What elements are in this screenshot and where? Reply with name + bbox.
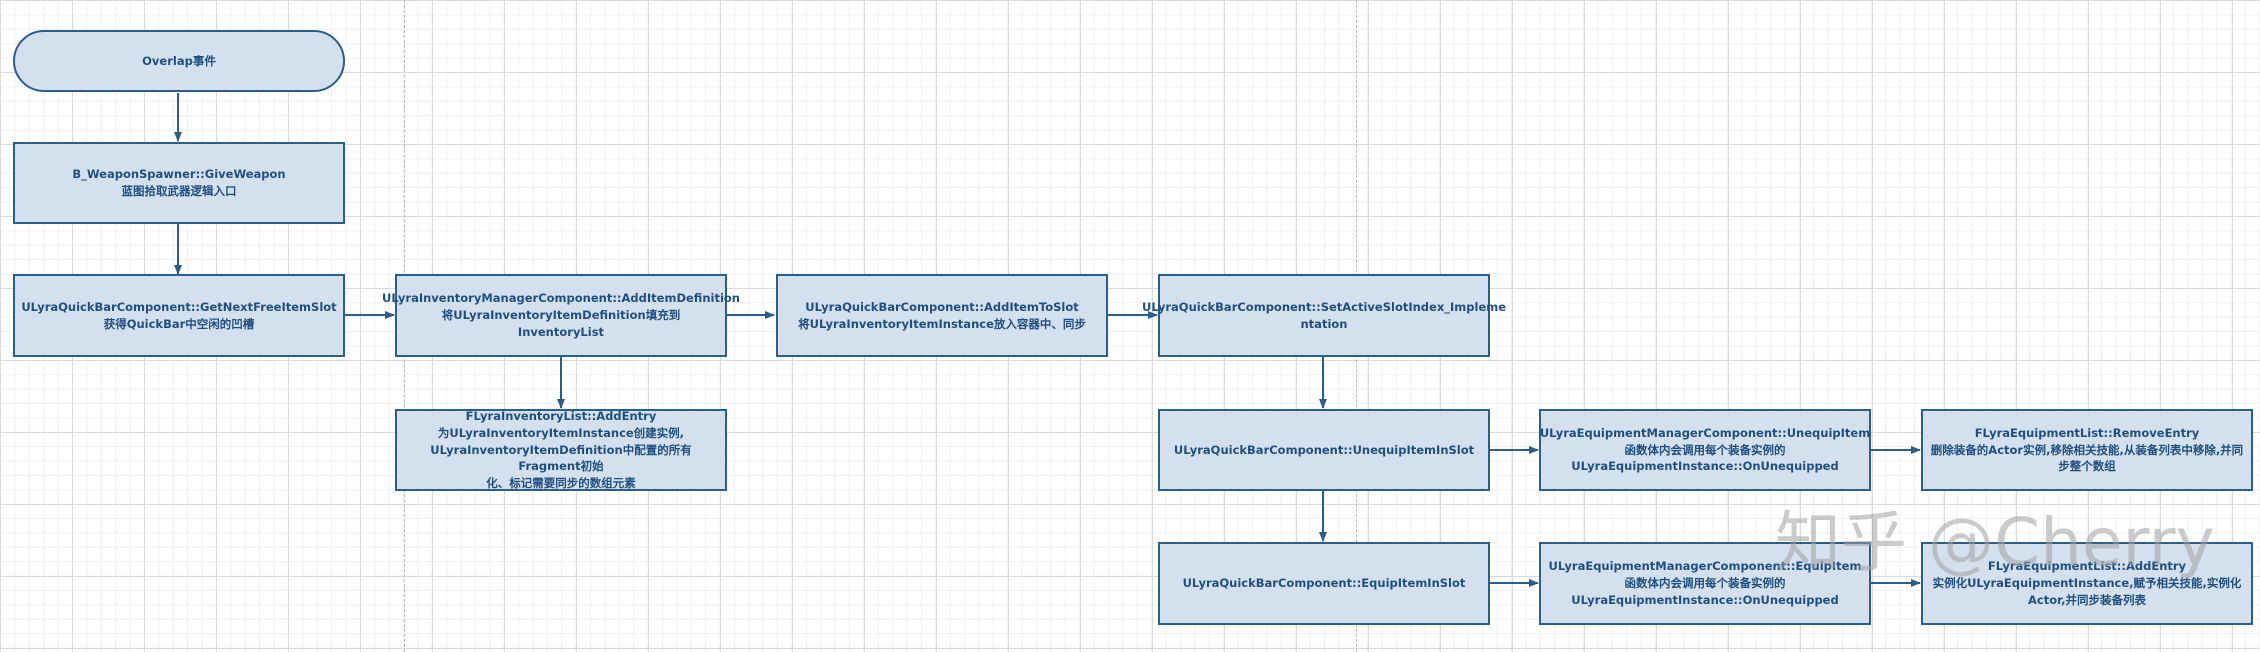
node-desc: 步整个数组: [2058, 459, 2116, 474]
node-desc: 删除装备的Actor实例,移除相关技能,从装备列表中移除,并同: [1930, 442, 2244, 457]
node-title: FLyraInventoryList::AddEntry: [465, 409, 657, 424]
node-overlap-event[interactable]: Overlap事件: [13, 30, 345, 92]
node-desc: ULyraInventoryItemDefinition中配置的所有Fragme…: [430, 442, 692, 474]
node-desc: ULyraEquipmentInstance::OnUnequipped: [1571, 459, 1839, 474]
node-desc: 将ULyraInventoryItemDefinition填充到Inventor…: [441, 308, 681, 339]
node-title-cont: ntation: [1300, 316, 1348, 331]
node-title: ULyraQuickBarComponent::AddItemToSlot: [805, 299, 1079, 314]
node-title: ULyraEquipmentManagerComponent::EquipIte…: [1548, 559, 1862, 574]
node-set-active-slot-index[interactable]: ULyraQuickBarComponent::SetActiveSlotInd…: [1142, 274, 1506, 357]
node-title: ULyraQuickBarComponent::GetNextFreeItemS…: [21, 299, 337, 314]
node-label: Overlap事件: [142, 53, 216, 68]
node-title: ULyraInventoryManagerComponent::AddItemD…: [382, 291, 740, 306]
node-desc: 函数体内会调用每个装备实例的: [1624, 442, 1786, 457]
node-desc: 为ULyraInventoryItemInstance创建实例,: [437, 426, 685, 440]
node-equip-item-in-slot[interactable]: ULyraQuickBarComponent::EquipItemInSlot: [1158, 542, 1490, 625]
node-equipment-remove-entry[interactable]: FLyraEquipmentList::RemoveEntry 删除装备的Act…: [1921, 409, 2253, 491]
node-equipment-add-entry[interactable]: FLyraEquipmentList::AddEntry 实例化ULyraEqu…: [1921, 542, 2253, 625]
node-equipment-equip-item[interactable]: ULyraEquipmentManagerComponent::EquipIte…: [1539, 542, 1871, 625]
node-desc: 获得QuickBar中空闲的凹槽: [103, 316, 255, 331]
node-desc: ULyraEquipmentInstance::OnUnequipped: [1571, 592, 1839, 607]
node-title: FLyraEquipmentList::RemoveEntry: [1974, 425, 2200, 440]
node-unequip-item-in-slot[interactable]: ULyraQuickBarComponent::UnequipItemInSlo…: [1158, 409, 1490, 491]
node-title: ULyraQuickBarComponent::UnequipItemInSlo…: [1173, 442, 1475, 457]
node-get-next-free-item-slot[interactable]: ULyraQuickBarComponent::GetNextFreeItemS…: [13, 274, 345, 357]
node-give-weapon[interactable]: B_WeaponSpawner::GiveWeapon 蓝图拾取武器逻辑入口: [13, 142, 345, 224]
node-title: B_WeaponSpawner::GiveWeapon: [72, 167, 286, 182]
node-equipment-unequip-item[interactable]: ULyraEquipmentManagerComponent::UnequipI…: [1539, 409, 1871, 491]
node-title: ULyraQuickBarComponent::EquipItemInSlot: [1182, 576, 1466, 591]
node-desc: 实例化ULyraEquipmentInstance,赋予相关技能,实例化: [1932, 576, 2242, 591]
node-add-item-to-slot[interactable]: ULyraQuickBarComponent::AddItemToSlot 将U…: [776, 274, 1108, 357]
node-desc: 将ULyraInventoryItemInstance放入容器中、同步: [798, 316, 1086, 331]
node-title: ULyraEquipmentManagerComponent::UnequipI…: [1539, 425, 1871, 440]
node-inventory-add-entry[interactable]: FLyraInventoryList::AddEntry 为ULyraInven…: [395, 409, 727, 491]
node-desc: 函数体内会调用每个装备实例的: [1624, 576, 1786, 591]
node-desc: Actor,并同步装备列表: [2028, 592, 2146, 607]
node-add-item-definition[interactable]: ULyraInventoryManagerComponent::AddItemD…: [382, 274, 740, 357]
node-title: ULyraQuickBarComponent::SetActiveSlotInd…: [1141, 299, 1507, 314]
node-title: FLyraEquipmentList::AddEntry: [1987, 559, 2187, 574]
node-desc: 蓝图拾取武器逻辑入口: [121, 184, 237, 198]
node-desc: 化、标记需要同步的数组元素: [486, 476, 636, 491]
